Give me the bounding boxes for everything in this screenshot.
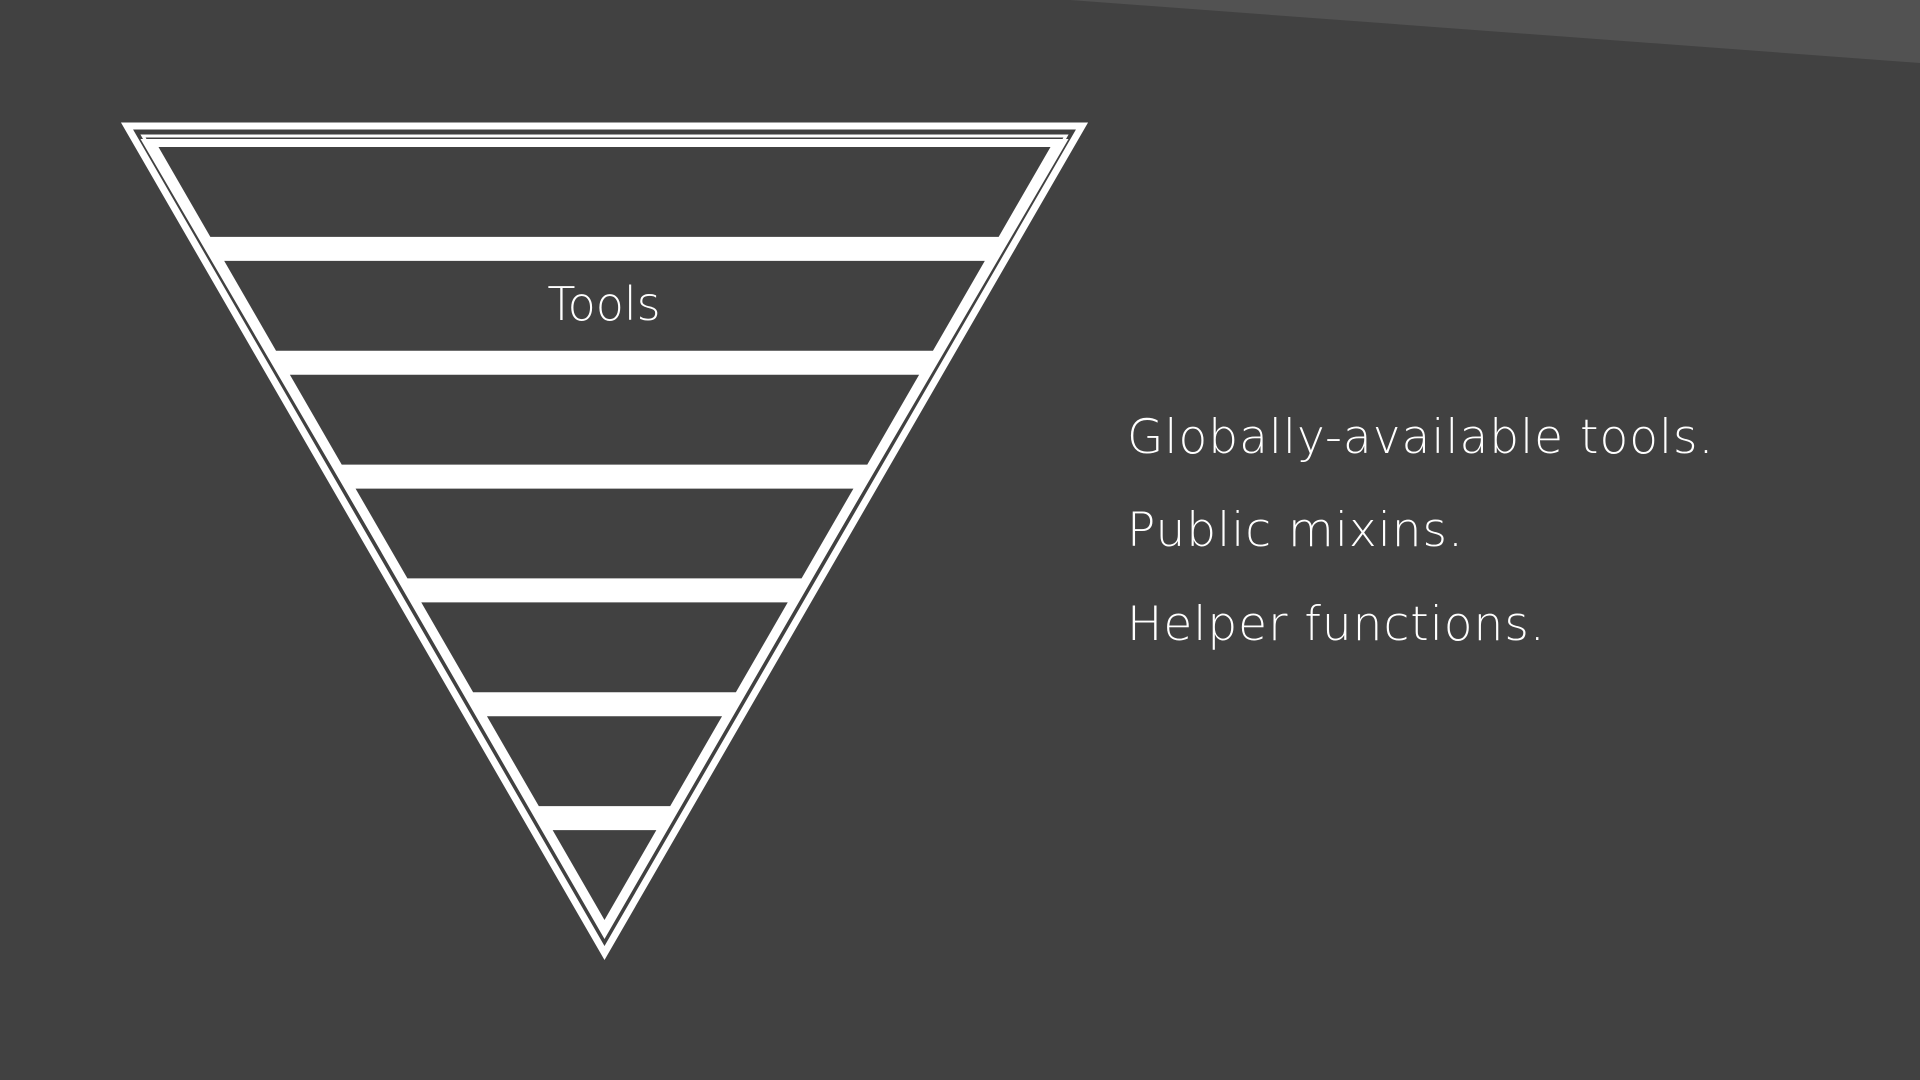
triangle-band-4 bbox=[355, 488, 854, 579]
description-line-1: Globally-available tools. bbox=[1127, 410, 1715, 465]
triangle-band-3 bbox=[289, 374, 920, 465]
band-label-tools: Tools bbox=[547, 277, 660, 331]
corner-accent bbox=[1070, 0, 1920, 63]
description-line-2: Public mixins. bbox=[1127, 503, 1464, 558]
triangle-band-2 bbox=[224, 260, 985, 351]
triangle-band-5 bbox=[421, 602, 788, 693]
triangle-band-6 bbox=[486, 716, 723, 807]
triangle-outer-outline bbox=[120, 122, 1089, 960]
triangle-bands bbox=[140, 139, 1069, 934]
inverted-triangle-diagram: Tools bbox=[120, 122, 1089, 960]
triangle-band-7 bbox=[552, 830, 657, 920]
description-line-3: Helper functions. bbox=[1127, 597, 1546, 652]
triangle-band-1 bbox=[158, 147, 1051, 237]
